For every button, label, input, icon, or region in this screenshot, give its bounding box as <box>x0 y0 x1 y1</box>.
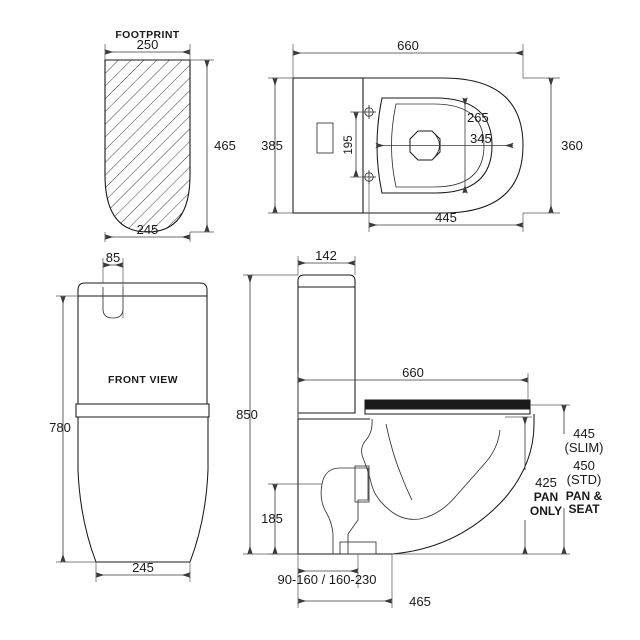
side-seat-height-slim-value: 445 <box>573 426 595 441</box>
side-pan-caption-line1: PAN <box>534 490 558 504</box>
plan-flush-button <box>316 122 334 154</box>
plan-bowl-projection-label: 445 <box>435 210 457 225</box>
side-outlet-spigot <box>354 465 370 503</box>
footprint-outline <box>104 59 191 233</box>
front-button-width-label: 85 <box>106 250 120 265</box>
plan-cistern-depth-label: 385 <box>261 138 283 153</box>
front-view <box>56 258 210 582</box>
front-flush-button <box>102 287 124 319</box>
footprint-title: FOOTPRINT <box>115 29 179 41</box>
side-outlet-range-label: 90-160 / 160-230 <box>277 572 376 587</box>
side-trap-inner <box>340 467 369 554</box>
front-view-title: FRONT VIEW <box>108 374 178 386</box>
side-pan-height-value: 425 <box>535 475 557 490</box>
side-seat-height-std-label: (STD) <box>567 472 602 487</box>
side-cistern-body <box>297 287 356 414</box>
side-seat-caption-line1: PAN & <box>566 489 603 503</box>
side-seat-slab <box>364 399 531 410</box>
side-cistern-skirt <box>297 413 370 420</box>
side-outlet-height-label: 185 <box>261 511 283 526</box>
plan-bolt-spacing-label: 195 <box>343 135 355 154</box>
footprint-depth-label: 465 <box>214 138 236 153</box>
side-bowl-inner-contour <box>361 418 501 520</box>
side-pan-outline <box>297 414 535 555</box>
front-rim-band <box>75 403 210 418</box>
plan-overall-length-label: 660 <box>397 38 419 53</box>
front-cistern-body <box>77 296 208 405</box>
side-seat-underside <box>364 408 531 415</box>
side-base-length-label: 465 <box>409 594 431 609</box>
side-seat-caption-line2: SEAT <box>568 502 600 516</box>
side-seat-height-slim-label: (SLIM) <box>565 440 604 455</box>
footprint-view <box>104 44 214 242</box>
plan-view <box>268 44 560 232</box>
plan-seat-width-label: 345 <box>470 131 492 146</box>
front-cistern-lid <box>77 282 208 297</box>
side-trap-outline <box>320 467 341 554</box>
side-overall-length-label: 660 <box>402 365 424 380</box>
front-base-width-label: 245 <box>132 560 154 575</box>
front-pan-body <box>77 417 209 563</box>
side-pan-caption-line2: ONLY <box>530 504 562 518</box>
footprint-bottom-width-label: 245 <box>137 222 159 237</box>
front-height-label: 780 <box>49 420 71 435</box>
footprint-top-width-label: 250 <box>137 37 159 52</box>
plan-bowl-width-label: 360 <box>561 138 583 153</box>
side-view <box>243 256 570 608</box>
side-cistern-depth-label: 142 <box>315 248 337 263</box>
plan-pan-outline <box>362 77 524 214</box>
plan-seat-outline <box>376 97 493 194</box>
side-bowl-water-line <box>385 423 413 501</box>
side-outlet-floor-flange <box>339 541 377 555</box>
side-seat-height-std-value: 450 <box>573 458 595 473</box>
side-overall-height-label: 850 <box>236 407 258 422</box>
side-cistern-lid <box>297 274 356 288</box>
plan-seat-length-label: 265 <box>467 110 489 125</box>
